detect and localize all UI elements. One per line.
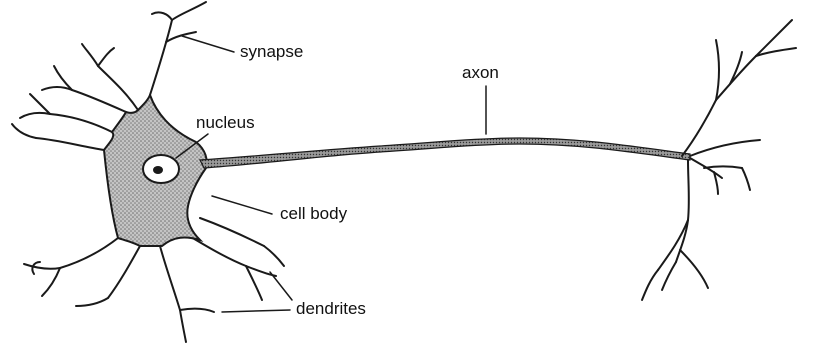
- axon-shaft: [200, 138, 690, 168]
- dendrites-leader-lower: [222, 310, 290, 312]
- cell-body-leader: [212, 196, 272, 214]
- axon-terminals: [642, 20, 796, 300]
- nucleolus: [153, 166, 163, 174]
- synapse-leader: [182, 36, 234, 52]
- leader-lines: [176, 36, 486, 312]
- label-synapse: synapse: [240, 42, 303, 61]
- dendrites-upper: [12, 2, 206, 150]
- label-cell-body: cell body: [280, 204, 348, 223]
- label-axon: axon: [462, 63, 499, 82]
- dendrites-leader-upper: [270, 272, 292, 300]
- label-dendrites: dendrites: [296, 299, 366, 318]
- label-nucleus: nucleus: [196, 113, 255, 132]
